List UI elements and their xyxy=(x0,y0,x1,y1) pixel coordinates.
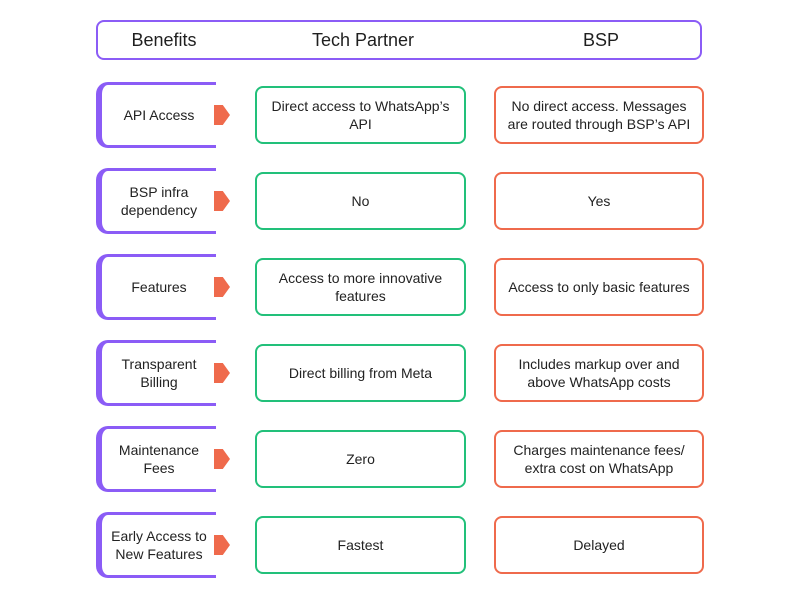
bsp-cell: Includes markup over and above WhatsApp … xyxy=(494,344,704,402)
benefit-label: Features xyxy=(96,254,216,320)
bsp-cell: Access to only basic features xyxy=(494,258,704,316)
arrow-icon xyxy=(214,363,230,383)
comparison-header: Benefits Tech Partner BSP xyxy=(96,20,702,60)
tech-partner-cell: Fastest xyxy=(255,516,466,574)
arrow-icon xyxy=(214,191,230,211)
arrow-icon xyxy=(214,449,230,469)
comparison-row-bsp-infra: BSP infra dependency No Yes xyxy=(0,168,800,234)
bsp-cell: Charges maintenance fees/ extra cost on … xyxy=(494,430,704,488)
comparison-row-billing: Transparent Billing Direct billing from … xyxy=(0,340,800,406)
header-benefits: Benefits xyxy=(131,30,197,50)
tech-partner-cell: Access to more innovative features xyxy=(255,258,466,316)
header-tech-partner: Tech Partner xyxy=(311,30,415,50)
bsp-cell: No direct access. Messages are routed th… xyxy=(494,86,704,144)
bsp-cell: Yes xyxy=(494,172,704,230)
tech-partner-cell: Direct billing from Meta xyxy=(255,344,466,402)
arrow-icon xyxy=(214,535,230,555)
arrow-icon xyxy=(214,105,230,125)
benefit-label: API Access xyxy=(96,82,216,148)
comparison-row-early-access: Early Access to New Features Fastest Del… xyxy=(0,512,800,578)
benefit-label: Early Access to New Features xyxy=(96,512,216,578)
tech-partner-cell: Direct access to WhatsApp’s API xyxy=(255,86,466,144)
tech-partner-cell: Zero xyxy=(255,430,466,488)
header-bsp: BSP xyxy=(582,30,620,50)
comparison-row-api-access: API Access Direct access to WhatsApp’s A… xyxy=(0,82,800,148)
comparison-row-maintenance: Maintenance Fees Zero Charges maintenanc… xyxy=(0,426,800,492)
arrow-icon xyxy=(214,277,230,297)
benefit-label: Transparent Billing xyxy=(96,340,216,406)
benefit-label: Maintenance Fees xyxy=(96,426,216,492)
tech-partner-cell: No xyxy=(255,172,466,230)
benefit-label: BSP infra dependency xyxy=(96,168,216,234)
bsp-cell: Delayed xyxy=(494,516,704,574)
comparison-row-features: Features Access to more innovative featu… xyxy=(0,254,800,320)
